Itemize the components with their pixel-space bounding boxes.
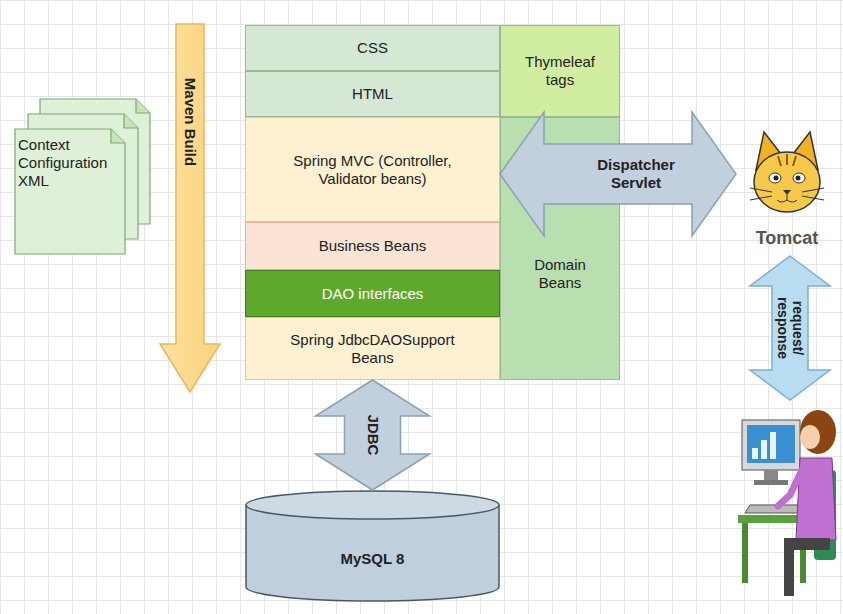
page-fold xyxy=(124,114,138,128)
build-arrow: Maven Build xyxy=(158,22,222,394)
hair xyxy=(800,410,836,454)
face xyxy=(800,425,820,449)
cylinder-shape xyxy=(245,490,500,602)
server-logo: Tomcat xyxy=(736,126,838,254)
front-page xyxy=(15,129,125,254)
cat-illustration xyxy=(736,126,838,222)
box-label: Thymeleaf tags xyxy=(515,53,605,89)
cat-whiskers xyxy=(750,188,824,200)
cat-pupil xyxy=(774,176,779,181)
box-label: DAO interfaces xyxy=(322,285,424,303)
box-label: Spring JdbcDAOSupport Beans xyxy=(273,331,473,367)
chart-bar xyxy=(770,432,776,459)
box-label: Spring MVC (Controller, Validator beans) xyxy=(273,152,473,188)
build-arrow-shape xyxy=(158,22,222,394)
request-response-arrow xyxy=(750,256,830,400)
vertical-label: Maven Build xyxy=(181,37,199,207)
config-file-stack: Context Configuration XML xyxy=(12,98,154,258)
connector-label: JDBC xyxy=(364,415,382,456)
chart-bar xyxy=(752,448,758,459)
keyboard xyxy=(745,505,802,513)
monitor-base xyxy=(754,480,788,485)
legs xyxy=(784,538,794,596)
layer-box: Spring MVC (Controller, Validator beans) xyxy=(245,117,500,222)
cat-eye xyxy=(793,173,805,183)
layer-box: DAO interfaces xyxy=(245,270,500,317)
arrow-label: request/ response xyxy=(775,288,806,368)
monitor-stand xyxy=(764,470,778,480)
box-label: CSS xyxy=(357,39,388,57)
double-arrow xyxy=(500,112,736,236)
layer-box: Business Beans xyxy=(245,222,500,270)
connector-label: Dispatcher Servlet xyxy=(581,156,691,192)
file-label: Context Configuration XML xyxy=(18,136,118,190)
cat-pupil xyxy=(796,176,801,181)
box-label: HTML xyxy=(352,85,393,103)
monitor-screen xyxy=(747,425,795,463)
cylinder-top xyxy=(246,491,499,519)
monitor xyxy=(742,420,800,470)
layer-box: CSS xyxy=(245,25,500,71)
cat-eye xyxy=(769,173,781,183)
database-cylinder: MySQL 8 xyxy=(245,490,500,602)
layer-box: HTML xyxy=(245,71,500,117)
server-name: Tomcat xyxy=(756,228,819,250)
cat-mouth xyxy=(777,195,797,202)
cat-nose xyxy=(783,190,791,195)
layer-box: Spring JdbcDAOSupport Beans xyxy=(245,317,500,380)
page-fold xyxy=(111,129,125,143)
arrow-shape xyxy=(160,24,220,392)
cat-head xyxy=(754,152,820,212)
desk-leg xyxy=(742,523,748,583)
cat-stripes xyxy=(778,154,796,166)
arm xyxy=(778,470,802,506)
layer-box: Thymeleaf tags xyxy=(500,25,620,117)
double-arrow xyxy=(316,380,430,490)
database-label: MySQL 8 xyxy=(341,550,405,568)
box-label: Business Beans xyxy=(319,237,427,255)
page-fold xyxy=(136,99,150,113)
chart-bar xyxy=(761,440,767,459)
box-label: Domain Beans xyxy=(520,256,600,292)
